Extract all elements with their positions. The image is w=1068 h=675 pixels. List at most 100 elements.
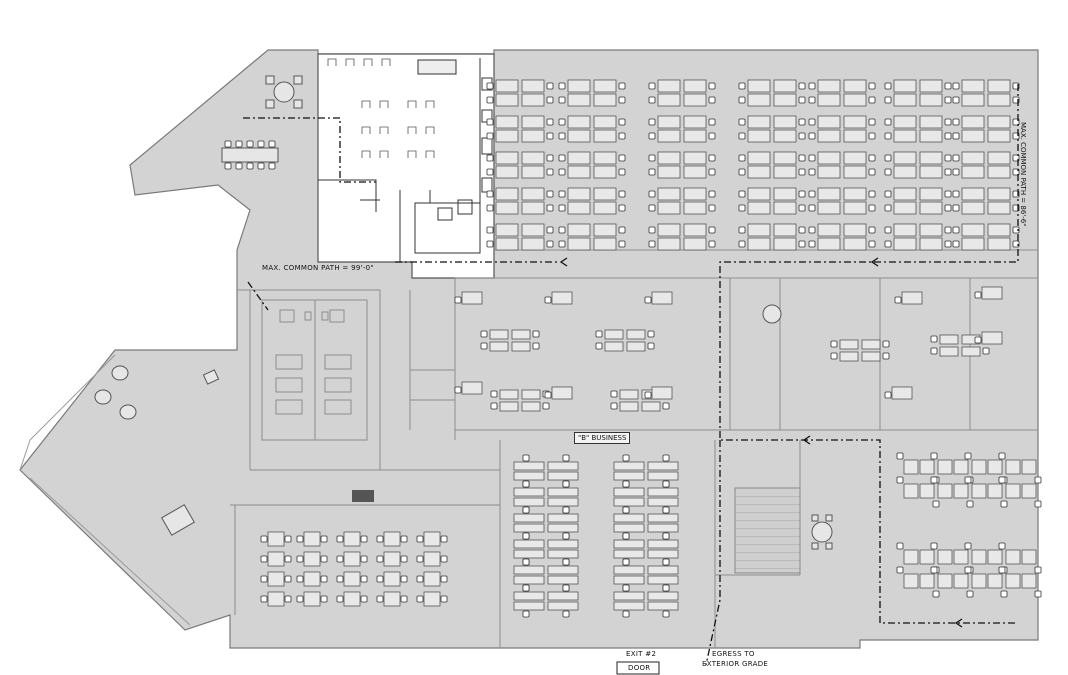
chair — [808, 240, 816, 248]
cafe-chair — [361, 100, 371, 108]
chair — [546, 240, 554, 248]
desk — [683, 93, 707, 107]
chair — [618, 190, 626, 198]
chair — [610, 390, 618, 398]
desk — [893, 93, 917, 107]
chair — [486, 190, 494, 198]
desk — [987, 549, 1003, 565]
desk — [547, 523, 579, 533]
desk — [683, 129, 707, 143]
desk — [987, 129, 1011, 143]
desk — [657, 165, 681, 179]
desk — [981, 331, 1003, 345]
desk — [647, 497, 679, 507]
cafe-chair — [379, 150, 389, 158]
desk — [647, 487, 679, 497]
interior-walls — [230, 249, 1038, 648]
chair — [644, 391, 652, 399]
chair — [622, 480, 630, 488]
desk — [343, 531, 361, 547]
desk — [495, 165, 519, 179]
desk — [961, 165, 985, 179]
desk — [919, 549, 935, 565]
chair — [798, 132, 806, 140]
desk — [817, 79, 841, 93]
chair — [808, 96, 816, 104]
desk — [547, 575, 579, 585]
chair — [647, 330, 655, 338]
vent-grille — [352, 490, 374, 502]
desk — [683, 79, 707, 93]
chair — [416, 575, 424, 583]
chair — [440, 555, 448, 563]
chair — [360, 535, 368, 543]
desk — [547, 471, 579, 481]
desk — [267, 571, 285, 587]
desk — [593, 93, 617, 107]
chair — [830, 340, 838, 348]
chair — [296, 575, 304, 583]
desk — [547, 591, 579, 601]
cafe-chair — [407, 100, 417, 108]
desk — [567, 129, 591, 143]
chair — [1000, 500, 1008, 508]
exit-door — [616, 661, 660, 675]
chair — [884, 391, 892, 399]
chair — [544, 391, 552, 399]
cafe-chair — [379, 100, 389, 108]
desk — [647, 601, 679, 611]
chair — [884, 96, 892, 104]
desk — [919, 79, 943, 93]
desk — [495, 223, 519, 237]
desk — [919, 459, 935, 475]
desk — [613, 575, 645, 585]
desk — [647, 565, 679, 575]
desk — [893, 115, 917, 129]
desk — [843, 165, 867, 179]
chair — [647, 342, 655, 350]
cafe-chair — [407, 150, 417, 158]
desk — [495, 237, 519, 251]
desk — [567, 201, 591, 215]
desk — [521, 401, 541, 412]
chair — [738, 240, 746, 248]
chair — [562, 610, 570, 618]
desk — [981, 286, 1003, 300]
chair — [944, 204, 952, 212]
desk — [267, 591, 285, 607]
desk — [747, 223, 771, 237]
desk — [567, 165, 591, 179]
desk — [919, 237, 943, 251]
chair — [268, 162, 276, 170]
chair — [896, 476, 904, 484]
desk — [961, 93, 985, 107]
chair — [808, 204, 816, 212]
chair — [738, 154, 746, 162]
chair — [648, 96, 656, 104]
chair — [522, 454, 530, 462]
chair — [798, 82, 806, 90]
desk — [1005, 573, 1021, 589]
chair — [952, 154, 960, 162]
chair — [558, 168, 566, 176]
desk — [383, 551, 401, 567]
chair — [360, 575, 368, 583]
chair — [882, 340, 890, 348]
desk — [521, 389, 541, 400]
chair — [622, 610, 630, 618]
desk — [547, 497, 579, 507]
desk — [521, 165, 545, 179]
desk — [495, 115, 519, 129]
desk — [683, 115, 707, 129]
desk — [521, 223, 545, 237]
cafe-chair — [425, 150, 435, 158]
desk — [937, 573, 953, 589]
chair — [486, 154, 494, 162]
desk — [817, 93, 841, 107]
chair — [896, 542, 904, 550]
desk — [987, 151, 1011, 165]
desk — [567, 151, 591, 165]
chair — [884, 132, 892, 140]
chair — [648, 154, 656, 162]
desk — [567, 93, 591, 107]
